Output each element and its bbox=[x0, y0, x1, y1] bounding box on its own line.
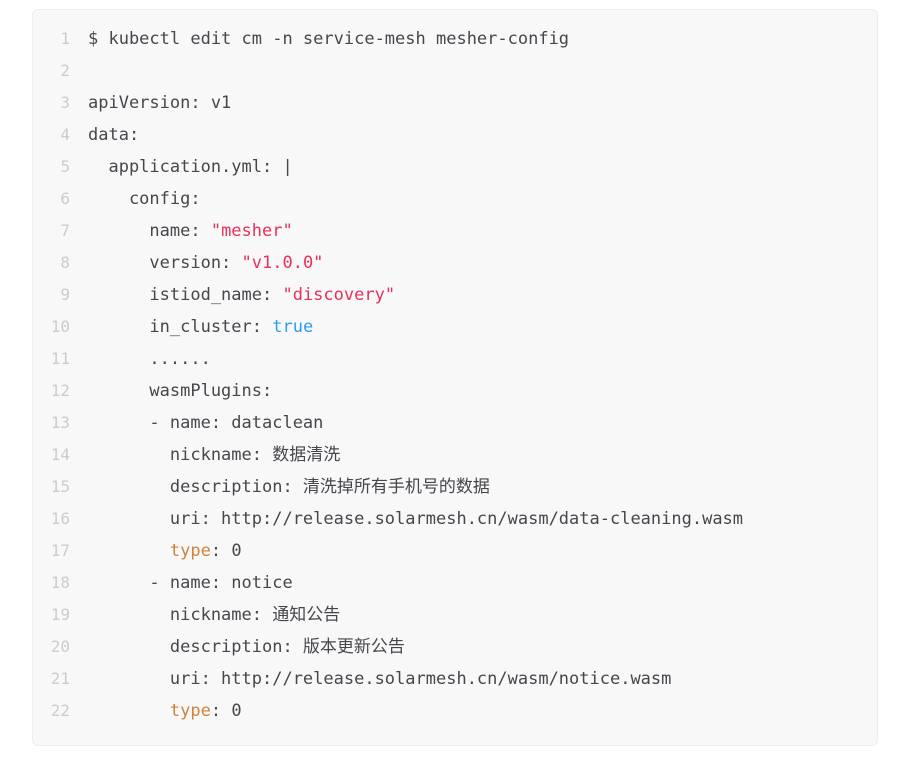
code-segment-plain: config: bbox=[88, 189, 201, 209]
code-segment-plain: data: bbox=[88, 125, 140, 145]
code-line: 8 version: "v1.0.0" bbox=[33, 247, 867, 279]
line-number: 4 bbox=[60, 125, 70, 144]
code-line: 19 nickname: 通知公告 bbox=[33, 599, 867, 631]
code-line: 4 data: bbox=[33, 119, 867, 151]
code-text: config: bbox=[88, 183, 201, 215]
code-text: istiod_name: "discovery" bbox=[88, 279, 395, 311]
code-line: 10 in_cluster: true bbox=[33, 311, 867, 343]
line-number: 13 bbox=[50, 413, 70, 432]
code-segment-keyword: type bbox=[169, 701, 211, 721]
code-segment-plain: - name: dataclean bbox=[88, 413, 324, 433]
code-segment-plain: nickname: 数据清洗 bbox=[88, 445, 341, 465]
code-segment-string: "mesher" bbox=[210, 221, 293, 241]
code-segment-plain: uri: http://release.solarmesh.cn/wasm/da… bbox=[88, 509, 744, 529]
code-line: 7 name: "mesher" bbox=[33, 215, 867, 247]
code-segment-keyword: type bbox=[169, 541, 211, 561]
code-segment-plain: description: 版本更新公告 bbox=[88, 637, 405, 657]
code-text: description: 版本更新公告 bbox=[88, 631, 405, 663]
code-segment-plain: ...... bbox=[88, 349, 211, 369]
line-number: 7 bbox=[60, 221, 70, 240]
line-number: 11 bbox=[50, 349, 70, 368]
code-text: $ kubectl edit cm -n service-mesh mesher… bbox=[88, 23, 569, 55]
code-segment-string: "v1.0.0" bbox=[241, 253, 324, 273]
code-line: 20 description: 版本更新公告 bbox=[33, 631, 867, 663]
code-line: 22 type: 0 bbox=[33, 695, 867, 727]
code-text: uri: http://release.solarmesh.cn/wasm/da… bbox=[88, 503, 743, 535]
code-segment-plain bbox=[88, 701, 170, 721]
line-number: 8 bbox=[60, 253, 70, 272]
line-number: 14 bbox=[50, 445, 70, 464]
code-text: version: "v1.0.0" bbox=[88, 247, 323, 279]
code-line: 16 uri: http://release.solarmesh.cn/wasm… bbox=[33, 503, 867, 535]
code-segment-plain: uri: http://release.solarmesh.cn/wasm/no… bbox=[88, 669, 672, 689]
line-number: 21 bbox=[50, 669, 70, 688]
code-text: uri: http://release.solarmesh.cn/wasm/no… bbox=[88, 663, 672, 695]
code-segment-boolean: true bbox=[272, 317, 314, 337]
code-line: 15 description: 清洗掉所有手机号的数据 bbox=[33, 471, 867, 503]
code-text: application.yml: | bbox=[88, 151, 293, 183]
line-number: 12 bbox=[50, 381, 70, 400]
code-segment-plain: - name: notice bbox=[88, 573, 293, 593]
code-text: type: 0 bbox=[88, 695, 242, 727]
line-number: 22 bbox=[50, 701, 70, 720]
code-segment-plain: name: bbox=[88, 221, 211, 241]
code-line: 5 application.yml: | bbox=[33, 151, 867, 183]
line-number: 3 bbox=[60, 93, 70, 112]
line-number: 5 bbox=[60, 157, 70, 176]
line-number: 1 bbox=[60, 29, 70, 48]
line-number: 18 bbox=[50, 573, 70, 592]
code-text: nickname: 通知公告 bbox=[88, 599, 340, 631]
code-segment-plain: nickname: 通知公告 bbox=[88, 605, 341, 625]
code-line: 1 $ kubectl edit cm -n service-mesh meshe… bbox=[33, 23, 867, 55]
code-text: ...... bbox=[88, 343, 211, 375]
code-text: description: 清洗掉所有手机号的数据 bbox=[88, 471, 490, 503]
code-segment-plain: version: bbox=[88, 253, 242, 273]
code-segment-plain: : 0 bbox=[210, 541, 242, 561]
code-text: - name: dataclean bbox=[88, 407, 323, 439]
line-number: 2 bbox=[60, 61, 70, 80]
code-text: wasmPlugins: bbox=[88, 375, 272, 407]
code-text: data: bbox=[88, 119, 139, 151]
code-segment-plain: $ kubectl edit cm -n service-mesh mesher… bbox=[88, 29, 570, 49]
line-number: 16 bbox=[50, 509, 70, 528]
code-block: 1 $ kubectl edit cm -n service-mesh meshe… bbox=[32, 9, 878, 746]
line-number: 9 bbox=[60, 285, 70, 304]
code-segment-plain: description: 清洗掉所有手机号的数据 bbox=[88, 477, 490, 497]
code-segment-plain: application.yml: | bbox=[88, 157, 293, 177]
code-line: 6 config: bbox=[33, 183, 867, 215]
line-number: 20 bbox=[50, 637, 70, 656]
code-line: 18 - name: notice bbox=[33, 567, 867, 599]
code-line: 11 ...... bbox=[33, 343, 867, 375]
code-line: 3 apiVersion: v1 bbox=[33, 87, 867, 119]
code-text: name: "mesher" bbox=[88, 215, 293, 247]
code-text: nickname: 数据清洗 bbox=[88, 439, 340, 471]
code-text: in_cluster: true bbox=[88, 311, 313, 343]
line-number: 19 bbox=[50, 605, 70, 624]
line-number: 10 bbox=[50, 317, 70, 336]
code-line: 21 uri: http://release.solarmesh.cn/wasm… bbox=[33, 663, 867, 695]
code-segment-plain: istiod_name: bbox=[88, 285, 283, 305]
code-line: 12 wasmPlugins: bbox=[33, 375, 867, 407]
code-line: 14 nickname: 数据清洗 bbox=[33, 439, 867, 471]
code-line: 17 type: 0 bbox=[33, 535, 867, 567]
code-text: apiVersion: v1 bbox=[88, 87, 231, 119]
code-text: - name: notice bbox=[88, 567, 293, 599]
code-segment-plain bbox=[88, 541, 170, 561]
code-line: 2 bbox=[33, 55, 867, 87]
code-segment-plain: : 0 bbox=[210, 701, 242, 721]
code-line: 13 - name: dataclean bbox=[33, 407, 867, 439]
code-line: 9 istiod_name: "discovery" bbox=[33, 279, 867, 311]
code-text: type: 0 bbox=[88, 535, 242, 567]
code-segment-plain: apiVersion: v1 bbox=[88, 93, 232, 113]
line-number: 17 bbox=[50, 541, 70, 560]
code-segment-plain: wasmPlugins: bbox=[88, 381, 273, 401]
code-segment-plain: in_cluster: bbox=[88, 317, 273, 337]
line-number: 6 bbox=[60, 189, 70, 208]
line-number: 15 bbox=[50, 477, 70, 496]
code-segment-string: "discovery" bbox=[282, 285, 396, 305]
